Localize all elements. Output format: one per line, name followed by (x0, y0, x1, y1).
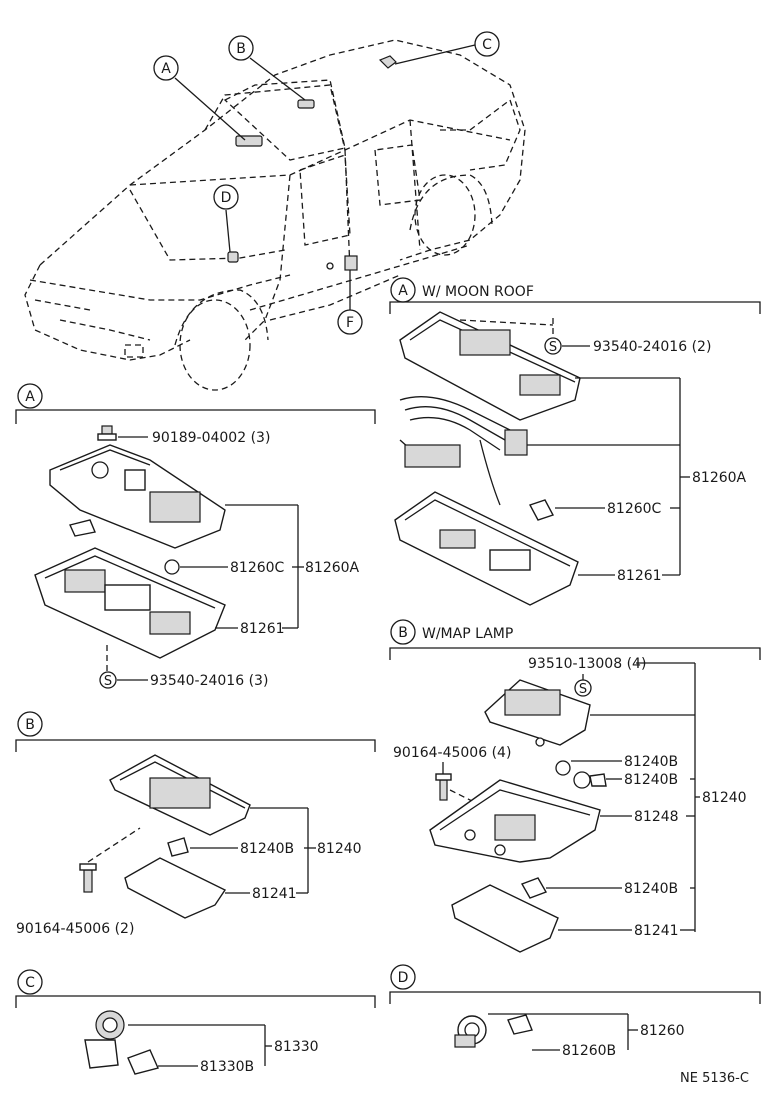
screw-icon (79, 863, 97, 893)
lamp-socket-icon (84, 1010, 125, 1069)
svg-text:81260: 81260 (640, 1023, 685, 1039)
lens-cover-icon (34, 547, 226, 659)
lamp-base-icon (49, 444, 226, 549)
svg-text:D: D (221, 190, 232, 206)
section-B-left: B 81240B 81240 81241 90164-45006 (2) (15, 711, 376, 937)
svg-text:81260B: 81260B (562, 1043, 616, 1059)
svg-text:90189-04002 (3): 90189-04002 (3) (152, 430, 270, 446)
svg-text:81248: 81248 (634, 809, 679, 825)
svg-text:81240B: 81240B (624, 772, 678, 788)
bulb-icon (528, 499, 555, 521)
car-illustration: A B C D F (24, 31, 526, 391)
bulb-icon (127, 1049, 159, 1075)
svg-text:81260C: 81260C (607, 501, 662, 517)
svg-text:90164-45006 (2): 90164-45006 (2) (16, 921, 134, 937)
svg-text:90164-45006 (4): 90164-45006 (4) (393, 745, 511, 761)
svg-text:B: B (25, 717, 35, 733)
callout-C-car: C (474, 31, 500, 57)
svg-text:93510-13008 (4): 93510-13008 (4) (528, 656, 646, 672)
section-A-right: A W/ MOON ROOF S 93540-24016 (2) (389, 277, 761, 606)
section-A-left: A 90189-04002 (3) 81260C 81260A (15, 383, 376, 689)
svg-text:S: S (579, 682, 587, 697)
bulb-icon (69, 519, 96, 537)
svg-text:93540-24016 (3): 93540-24016 (3) (150, 673, 268, 689)
svg-text:D: D (398, 970, 409, 986)
svg-text:W/ MOON ROOF: W/ MOON ROOF (422, 284, 534, 300)
svg-text:81241: 81241 (634, 923, 679, 939)
lamp-socket-icon (454, 1015, 487, 1048)
svg-text:81260A: 81260A (692, 470, 747, 486)
map-lamp-housing-icon (429, 779, 601, 863)
wire-harness-icon (399, 396, 528, 506)
svg-text:B: B (236, 41, 246, 57)
section-B-right: B W/MAP LAMP 93510-13008 (4) S 90164-450… (389, 619, 761, 953)
svg-text:81240B: 81240B (624, 881, 678, 897)
svg-text:81240: 81240 (702, 790, 747, 806)
screw-icon (97, 425, 117, 441)
svg-text:S: S (104, 674, 112, 689)
svg-text:81240B: 81240B (240, 841, 294, 857)
lens-cover-icon (394, 491, 579, 606)
svg-text:C: C (482, 37, 492, 53)
section-D: D 81260 81260B (389, 964, 761, 1059)
svg-text:81330: 81330 (274, 1039, 319, 1055)
svg-text:81330B: 81330B (200, 1059, 254, 1075)
callout-A-car: A (153, 55, 179, 81)
svg-text:81240: 81240 (317, 841, 362, 857)
svg-text:A: A (161, 61, 171, 77)
section-C: C 81330 81330B (15, 969, 376, 1075)
svg-text:A: A (25, 389, 35, 405)
bulb-small-icon (555, 760, 571, 776)
svg-text:S: S (549, 340, 557, 355)
bulb-icon (520, 877, 548, 899)
bulb-icon (573, 771, 607, 789)
svg-text:C: C (25, 975, 35, 991)
callout-D-car: D (213, 184, 239, 210)
map-lamp-housing-icon (109, 754, 251, 836)
lens-cover-icon (124, 857, 227, 919)
svg-text:93540-24016 (2): 93540-24016 (2) (593, 339, 711, 355)
screw-icon (435, 773, 452, 801)
drawing-code: NE 5136-C (680, 1071, 749, 1086)
lens-cover-icon (451, 884, 559, 953)
callout-F-car: F (337, 309, 363, 335)
svg-text:81261: 81261 (240, 621, 285, 637)
bulb-small-icon (164, 559, 180, 575)
svg-text:81260A: 81260A (305, 560, 360, 576)
bulb-icon (167, 837, 189, 857)
svg-text:W/MAP LAMP: W/MAP LAMP (422, 626, 513, 642)
bulb-icon (507, 1014, 533, 1035)
svg-text:F: F (346, 315, 354, 331)
svg-text:81260C: 81260C (230, 560, 285, 576)
svg-text:B: B (398, 625, 408, 641)
svg-text:81240B: 81240B (624, 754, 678, 770)
callout-B-car: B (228, 35, 254, 61)
map-lamp-bracket-icon (484, 679, 591, 747)
moonroof-lamp-base-icon (399, 311, 581, 421)
svg-text:81241: 81241 (252, 886, 297, 902)
svg-text:81261: 81261 (617, 568, 662, 584)
svg-text:A: A (398, 283, 408, 299)
